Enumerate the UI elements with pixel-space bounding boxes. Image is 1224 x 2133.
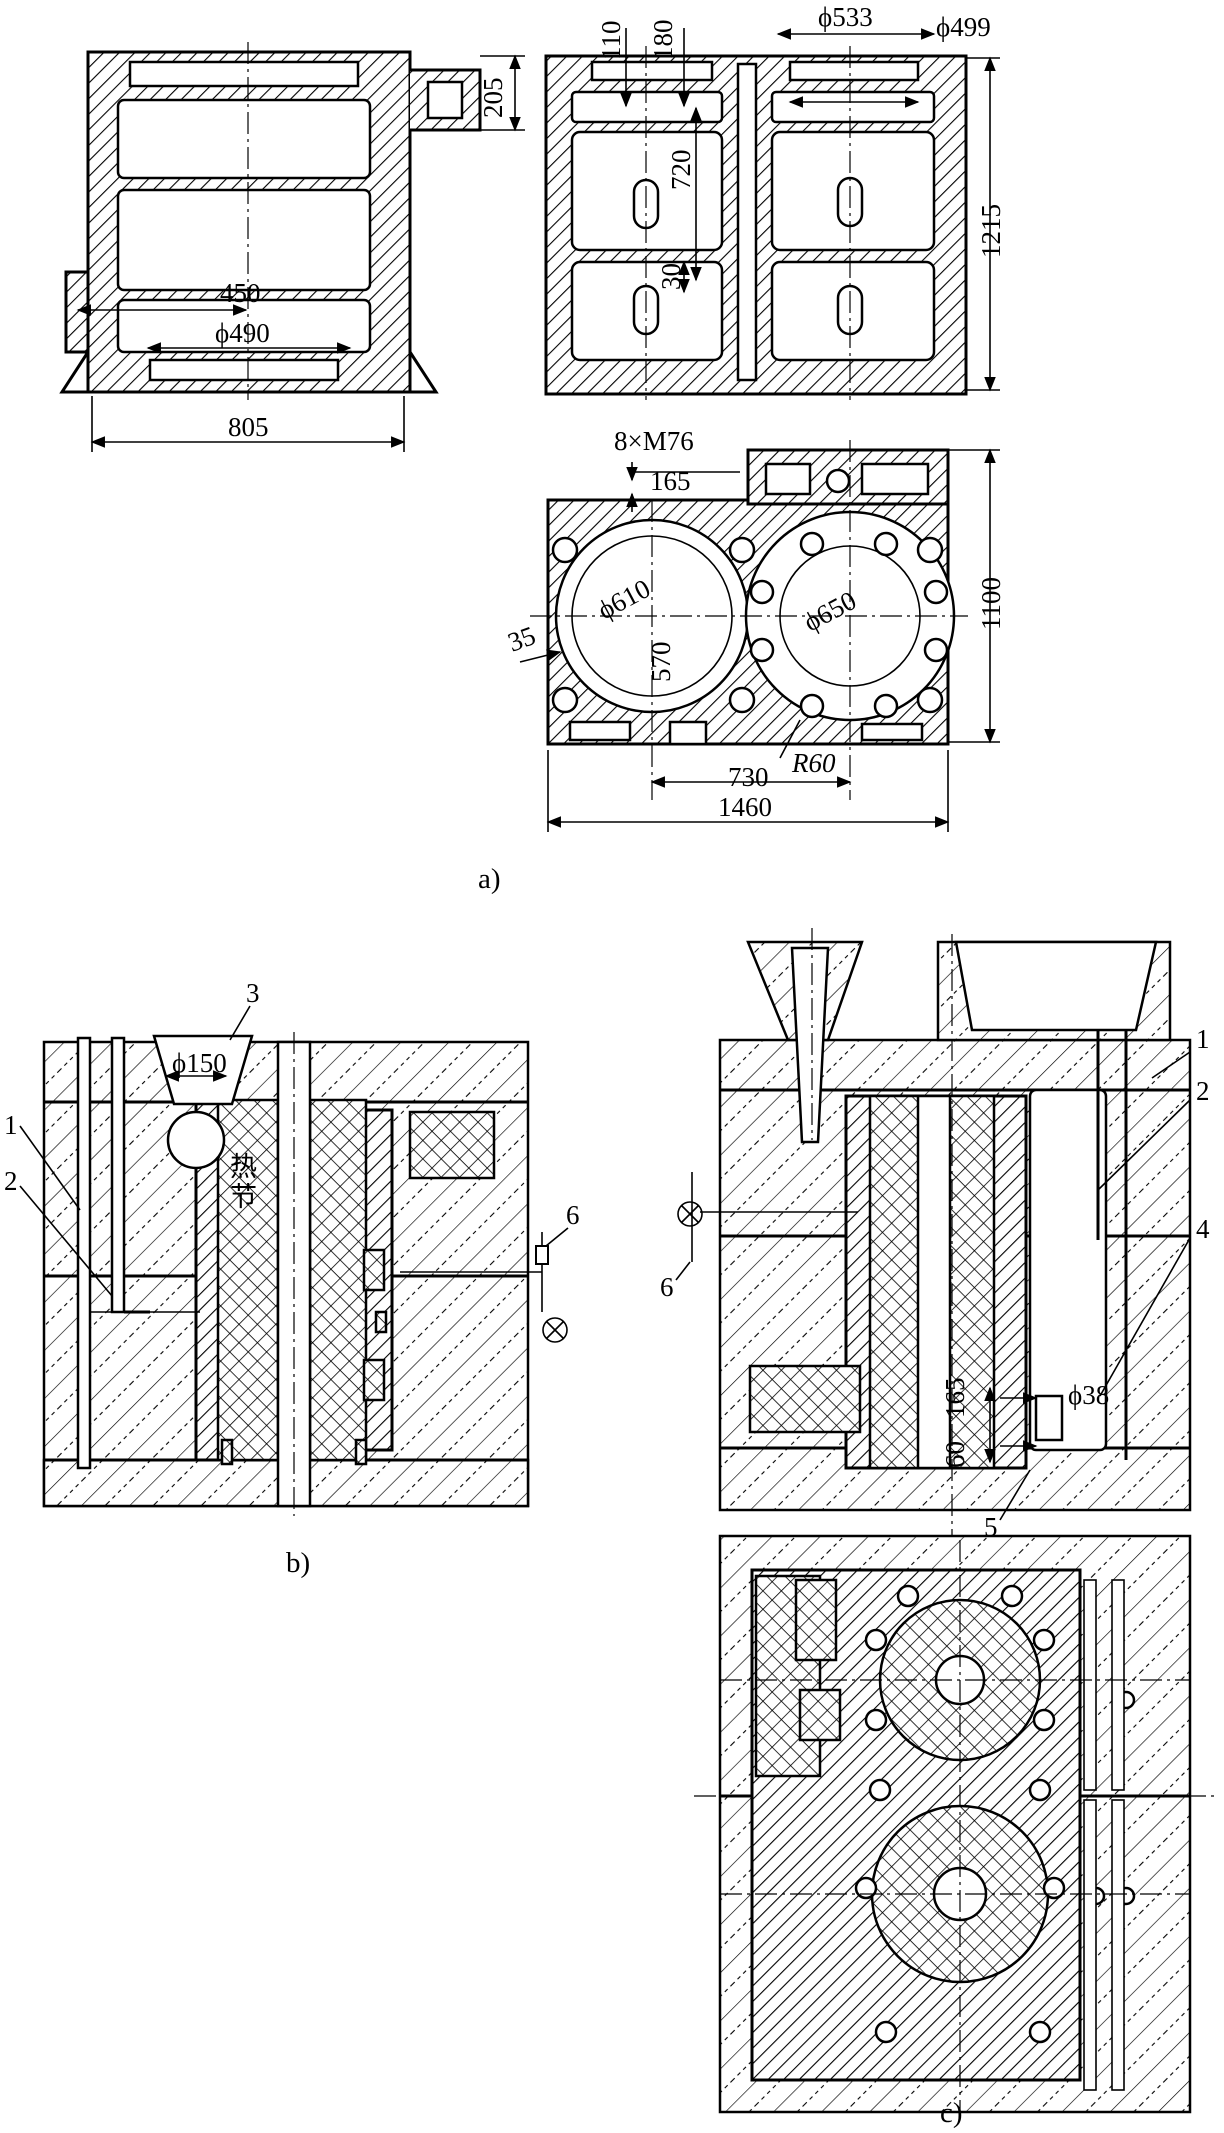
caption-c: c) [940, 2097, 963, 2128]
caption-b: b) [286, 1547, 310, 1579]
dim-60: 60 [940, 1441, 970, 1468]
dim-570: 570 [646, 642, 676, 683]
dim-35: 35 [504, 620, 540, 657]
dim-720: 720 [666, 150, 696, 191]
dim-1215: 1215 [976, 204, 1006, 258]
dim-phi38: ϕ38 [1068, 1380, 1109, 1410]
dim-phi499: ϕ499 [936, 12, 991, 42]
dim-1100: 1100 [976, 577, 1006, 630]
label-c-6: 6 [660, 1272, 674, 1302]
hot-spot-label-1: 热 [230, 1152, 257, 1182]
figure-a-right-view [544, 28, 1000, 400]
label-b-3: 3 [246, 978, 260, 1008]
dim-30: 30 [656, 263, 686, 290]
figure-b: ϕ150 热 节 1 2 3 6 b) [4, 978, 580, 1579]
hot-spot-label-2: 节 [230, 1182, 257, 1212]
dim-phi150: ϕ150 [172, 1048, 227, 1078]
label-c-1: 1 [1196, 1024, 1210, 1054]
caption-a: a) [478, 863, 501, 895]
figure-a-plan-view [519, 440, 1000, 832]
dim-r60: R60 [791, 748, 836, 778]
label-b-2: 2 [4, 1166, 18, 1196]
dim-phi533: ϕ533 [818, 2, 873, 32]
dim-8xm76: 8×M76 [614, 426, 694, 456]
dim-805: 805 [228, 412, 269, 442]
dim-110: 110 [596, 21, 626, 61]
label-c-4: 4 [1196, 1214, 1210, 1244]
label-c-2: 2 [1196, 1076, 1210, 1106]
figure-c: ϕ38 60 165 1 2 4 5 6 c) [660, 928, 1216, 2129]
dim-450: 450 [220, 278, 261, 308]
dim-205: 205 [478, 78, 508, 119]
label-b-1: 1 [4, 1110, 18, 1140]
label-c-5: 5 [984, 1512, 998, 1542]
dim-730: 730 [728, 762, 769, 792]
figure-a: 450 ϕ490 805 205 110 180 ϕ533 ϕ499 720 3… [59, 2, 1006, 895]
dim-phi490: ϕ490 [215, 318, 270, 348]
figure-a-left-view [59, 42, 525, 452]
dim-180: 180 [648, 20, 678, 61]
dim-165: 165 [940, 1378, 970, 1419]
dim-165: 165 [650, 466, 691, 496]
label-b-6: 6 [566, 1200, 580, 1230]
dim-1460: 1460 [718, 792, 772, 822]
